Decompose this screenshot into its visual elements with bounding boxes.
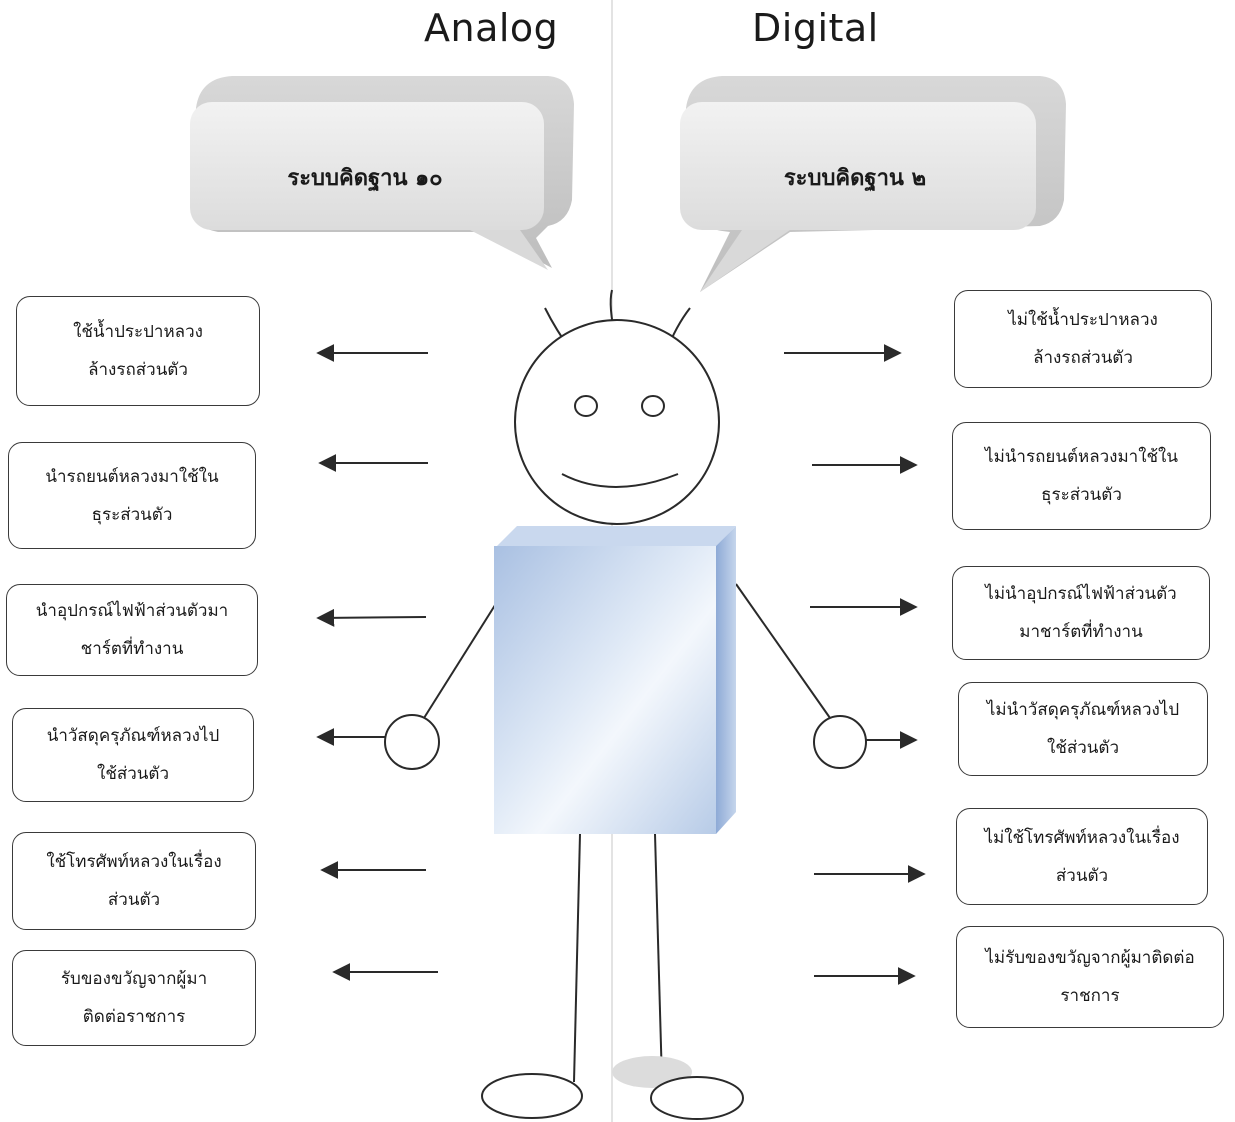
figure-body (494, 526, 736, 834)
digital-item-5: ไม่ใช้โทรศัพท์หลวงในเรื่อง ส่วนตัว (956, 808, 1208, 905)
analog-item-1: ใช้น้ำประปาหลวง ล้างรถส่วนตัว (16, 296, 260, 406)
digital-item-6-line2: ราชการ (1060, 986, 1120, 1006)
figure-arm-right (735, 583, 831, 719)
analog-item-2-line1: นำรถยนต์หลวงมาใช้ใน (45, 466, 219, 487)
digital-item-5-line2: ส่วนตัว (1055, 865, 1109, 886)
figure-leg-left (573, 833, 581, 1083)
analog-item-6: รับของขวัญจากผู้มา ติดต่อราชการ (12, 950, 256, 1046)
analog-item-3-line1: นำอุปกรณ์ไฟฟ้าส่วนตัวมา (35, 601, 229, 621)
digital-item-4-line1: ไม่นำวัสดุครุภัณฑ์หลวงไป (986, 700, 1180, 720)
speech-bubble-left (190, 76, 574, 270)
analog-item-1-line2: ล้างรถส่วนตัว (88, 360, 188, 380)
analog-item-6-line1: รับของขวัญจากผู้มา (60, 969, 208, 989)
figure-hand-right (813, 715, 867, 769)
digital-item-1-line1: ไม่ใช้น้ำประปาหลวง (1008, 310, 1158, 330)
figure-eye-right (641, 395, 665, 417)
analog-item-1-line1: ใช้น้ำประปาหลวง (73, 322, 203, 342)
analog-item-2: นำรถยนต์หลวงมาใช้ใน ธุระส่วนตัว (8, 442, 256, 549)
digital-item-6: ไม่รับของขวัญจากผู้มาติดต่อ ราชการ (956, 926, 1224, 1028)
analog-item-5-line2: ส่วนตัว (107, 890, 161, 910)
bubble-label-base-two: ระบบคิดฐาน ๒ (783, 166, 927, 191)
figure-foot-right (650, 1076, 744, 1120)
figure-arm-left (423, 601, 498, 719)
speech-bubble-right (680, 76, 1066, 292)
analog-item-3-line2: ชาร์ตที่ทำงาน (80, 639, 184, 659)
analog-item-5: ใช้โทรศัพท์หลวงในเรื่อง ส่วนตัว (12, 832, 256, 930)
digital-item-1-line2: ล้างรถส่วนตัว (1033, 348, 1133, 368)
heading-analog: Analog (424, 6, 559, 50)
figure-foot-left (481, 1073, 583, 1119)
digital-item-6-line1: ไม่รับของขวัญจากผู้มาติดต่อ (985, 948, 1195, 968)
analog-item-4-line1: นำวัสดุครุภัณฑ์หลวงไป (46, 726, 220, 746)
analog-item-5-line1: ใช้โทรศัพท์หลวงในเรื่อง (46, 852, 222, 872)
bubble-label-base-ten: ระบบคิดฐาน ๑๐ (287, 166, 443, 191)
figure-eye-left (574, 395, 598, 417)
figure-smile (561, 473, 679, 488)
figure-hand-left (384, 714, 440, 770)
digital-item-4-line2: ใช้ส่วนตัว (1047, 738, 1119, 758)
figure-head (514, 319, 720, 525)
digital-item-2-line2: ธุระส่วนตัว (1041, 485, 1122, 505)
analog-item-2-line2: ธุระส่วนตัว (91, 504, 173, 525)
digital-item-4: ไม่นำวัสดุครุภัณฑ์หลวงไป ใช้ส่วนตัว (958, 682, 1208, 776)
analog-item-4: นำวัสดุครุภัณฑ์หลวงไป ใช้ส่วนตัว (12, 708, 254, 802)
digital-item-3-line1: ไม่นำอุปกรณ์ไฟฟ้าส่วนตัว (985, 584, 1177, 604)
digital-item-2-line1: ไม่นำรถยนต์หลวงมาใช้ใน (985, 447, 1178, 467)
analog-item-4-line2: ใช้ส่วนตัว (97, 764, 169, 784)
digital-item-2: ไม่นำรถยนต์หลวงมาใช้ใน ธุระส่วนตัว (952, 422, 1211, 530)
digital-item-1: ไม่ใช้น้ำประปาหลวง ล้างรถส่วนตัว (954, 290, 1212, 388)
digital-item-5-line1: ไม่ใช้โทรศัพท์หลวงในเรื่อง (984, 827, 1180, 848)
heading-digital: Digital (752, 6, 879, 50)
analog-item-3: นำอุปกรณ์ไฟฟ้าส่วนตัวมา ชาร์ตที่ทำงาน (6, 584, 258, 676)
figure-leg-right (654, 833, 663, 1083)
analog-item-6-line2: ติดต่อราชการ (82, 1007, 186, 1027)
digital-item-3: ไม่นำอุปกรณ์ไฟฟ้าส่วนตัว มาชาร์ตที่ทำงาน (952, 566, 1210, 660)
arrow-left-3 (316, 608, 427, 627)
digital-item-3-line2: มาชาร์ตที่ทำงาน (1019, 622, 1143, 642)
